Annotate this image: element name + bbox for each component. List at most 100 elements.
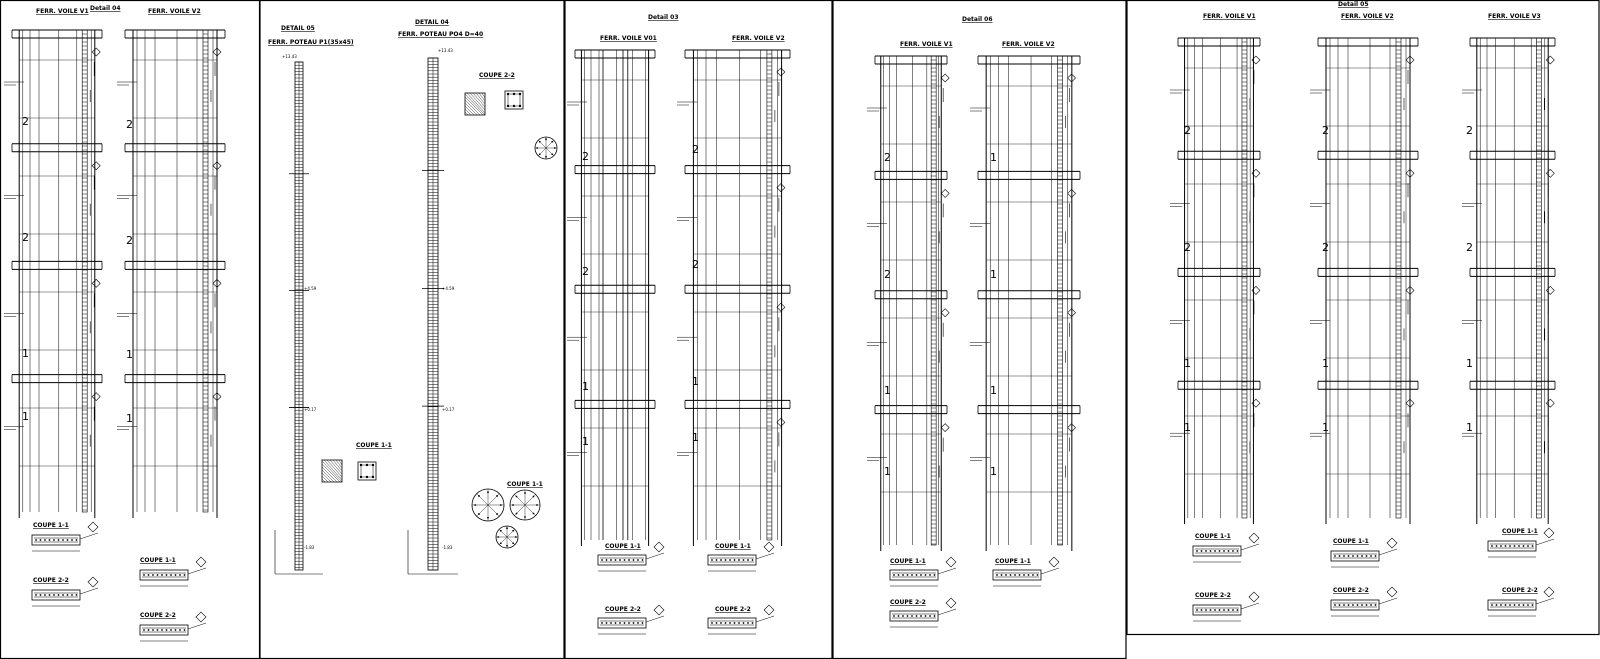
rebar-dot	[57, 539, 60, 541]
hatch	[321, 466, 338, 483]
rebar-dot	[174, 629, 177, 631]
rebar-dot	[614, 559, 617, 561]
section-outline	[1487, 599, 1537, 611]
svg-text:+0.17: +0.17	[442, 407, 455, 412]
tie-detail	[212, 161, 222, 190]
storey-mark: 1	[582, 435, 589, 448]
rebar-dot	[551, 153, 554, 156]
rebar-dot	[1214, 550, 1216, 552]
rebar-dot	[71, 539, 73, 541]
rebar-dot	[512, 92, 516, 96]
tie-detail	[940, 308, 950, 337]
storey-mark: 2	[1466, 124, 1473, 137]
panel-columns: DETAIL 05 FERR. POTEAU P1(35x45) +13.43 …	[268, 19, 558, 575]
section-coupe-2-2-v3: COUPE 2-2	[1487, 586, 1555, 617]
section-outline	[889, 569, 939, 581]
rebar-dot	[637, 559, 639, 561]
rebar-dot	[641, 559, 644, 561]
leader-line	[755, 615, 775, 623]
rebar-dot	[524, 516, 526, 518]
storey-mark: 1	[1466, 357, 1473, 370]
column-section-rect	[357, 461, 377, 481]
rebar-dot	[179, 629, 181, 631]
rebar-dot	[156, 574, 159, 576]
rebar-dot	[733, 559, 736, 561]
rebar-dot	[143, 574, 145, 576]
section-coupe-1-1-b: COUPE 1-1	[707, 541, 775, 572]
rebar-dot	[724, 622, 727, 624]
section-coupe-2-2-v1: COUPE 2-2	[1192, 591, 1260, 622]
storey-mark: 2	[582, 265, 589, 278]
rebar-dot	[496, 495, 498, 497]
tie-detail	[763, 604, 775, 616]
rebar-dot	[1009, 574, 1012, 576]
hatch	[329, 459, 343, 475]
rebar-dot	[66, 594, 69, 596]
rebar-dot	[1200, 609, 1203, 611]
section-outline	[1487, 540, 1537, 552]
tie-detail	[1048, 556, 1060, 568]
rebar-dot	[1500, 604, 1502, 606]
rebar-dot	[506, 104, 510, 108]
svg-text:COUPE 1-1: COUPE 1-1	[890, 558, 926, 565]
wall-title: FERR. VOILE V1	[900, 41, 953, 48]
panel-detail-05: Detail 05 FERR. VOILE V1 2 2 1 1 FERR. V…	[1170, 1, 1556, 622]
section-coupe-2-2-v2: COUPE 2-2	[1330, 586, 1398, 617]
svg-text:+13.43: +13.43	[438, 48, 453, 53]
rebar-dot	[897, 615, 900, 617]
rebar-dot	[1018, 574, 1021, 576]
rebar-dot	[53, 594, 55, 596]
rebar-dot	[1014, 574, 1016, 576]
wall-title: FERR. VOILE V2	[1002, 41, 1055, 48]
rebar-dot	[1365, 604, 1368, 606]
rebar-dot	[1232, 550, 1234, 552]
wall-title: FERR. VOILE V3	[1488, 13, 1541, 20]
rebar-dot	[474, 504, 477, 506]
detail-label: Detail 06	[962, 16, 993, 23]
section-coupe-2-2-b: COUPE 2-2	[139, 611, 207, 642]
column-title: FERR. POTEAU P1(35x45)	[268, 39, 354, 46]
rebar-dot	[1491, 545, 1493, 547]
rebar-dot	[920, 574, 922, 576]
svg-text:-1.83: -1.83	[442, 545, 453, 550]
rebar-dot	[915, 615, 918, 617]
rebar-dot	[551, 140, 554, 143]
rebar-dot	[1361, 604, 1363, 606]
rebar-dot	[71, 594, 73, 596]
rebar-dot	[532, 512, 535, 515]
rebar-dot	[1522, 545, 1525, 547]
hatch	[321, 475, 329, 483]
rebar-dot	[920, 615, 922, 617]
leader-line	[187, 622, 207, 630]
tie-detail	[1248, 591, 1260, 603]
leader-line	[645, 615, 665, 623]
rebar-dot	[512, 104, 516, 108]
svg-text:COUPE 2-2: COUPE 2-2	[33, 577, 69, 584]
leader-line	[79, 587, 99, 595]
wall-elevation-v1: FERR. VOILE V1 2 2 1 1	[1170, 13, 1261, 524]
circular-section	[471, 488, 505, 522]
tie-detail	[1067, 73, 1076, 102]
rebar-dot	[499, 504, 502, 506]
svg-text:+0.17: +0.17	[304, 407, 317, 412]
tie-detail	[1386, 586, 1398, 598]
rebar-dot	[632, 559, 635, 561]
rebar-dot	[747, 559, 749, 561]
rebar-dot	[1527, 604, 1529, 606]
rebar-dot	[929, 615, 931, 617]
rebar-dot	[152, 574, 154, 576]
tie-detail	[1386, 537, 1398, 549]
tie-detail	[945, 556, 957, 568]
rebar-dot	[619, 622, 621, 624]
leader-line	[1378, 548, 1398, 556]
rebar-dot	[183, 629, 186, 631]
tie-detail	[1251, 168, 1261, 198]
panel-detail-06: Detail 06 FERR. VOILE V1 2 2 1 1 FERR. V…	[867, 16, 1081, 628]
storey-mark: 1	[1322, 421, 1329, 434]
leader-line	[645, 552, 665, 560]
wall-elevation-v01: FERR. VOILE V01 2 2 1 1	[567, 35, 657, 546]
rebar-dot	[512, 542, 515, 545]
wall-elevation-v2: FERR. VOILE V2 1 1 1 1	[970, 41, 1081, 551]
rebar-dot	[619, 559, 621, 561]
